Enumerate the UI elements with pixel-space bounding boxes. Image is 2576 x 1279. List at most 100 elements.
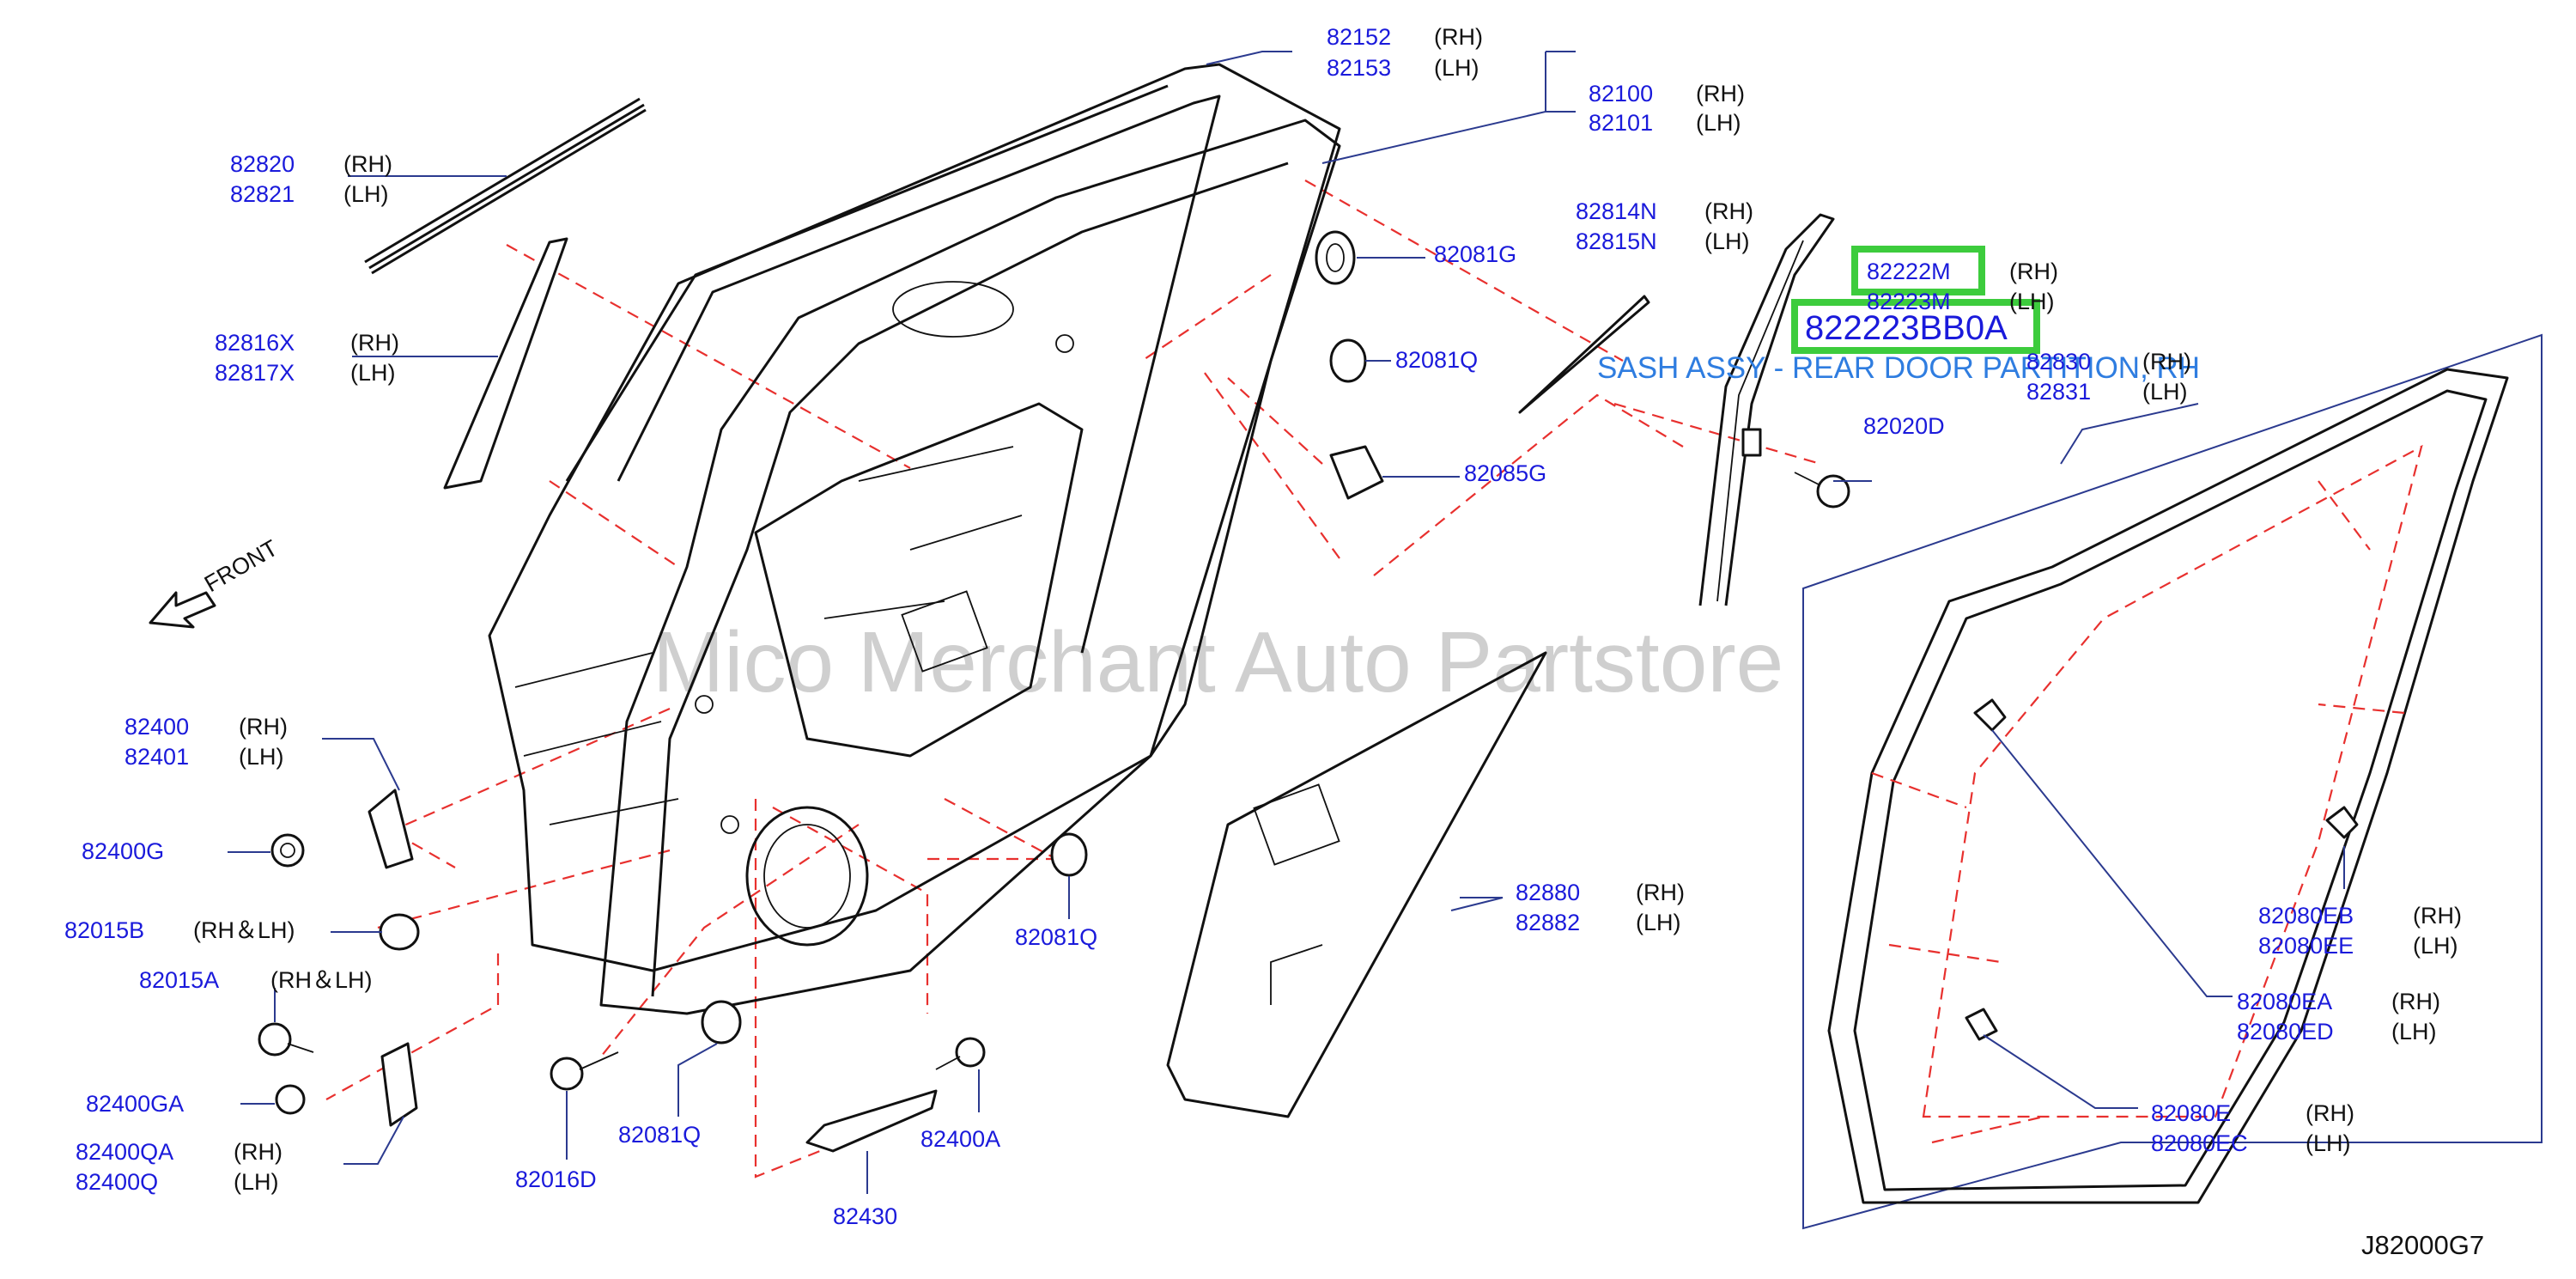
label-82100: 82100 [1589,81,1653,107]
label-82400QA: 82400QA [76,1139,173,1165]
check-link-82430-part [805,1089,938,1153]
grommet-82015B-part [379,913,420,951]
label-82081Q-low: 82081Q [618,1122,701,1148]
label-82085G: 82085G [1464,460,1546,486]
svg-text:(LH): (LH) [2306,1130,2351,1156]
svg-text:(LH): (LH) [239,744,284,770]
label-82015A: 82015A [139,967,219,993]
front-label: FRONT [200,535,283,597]
svg-text:(LH): (LH) [2391,1019,2437,1045]
label-82882: 82882 [1516,910,1580,935]
highlight-box-822223BB0A [1791,299,2040,354]
door-outer-panel [488,63,1341,972]
highlight-part-number: 822223BB0A [1805,309,2008,347]
watermark: Mico Merchant Auto Partstore [653,614,1783,710]
svg-text:(RH): (RH) [1636,880,1685,905]
highlight-callout: SASH ASSY - REAR DOOR PARTITION, RH [1597,351,2200,385]
front-arrow: FRONT [149,535,283,629]
clip-82080EA-part [1973,698,2007,732]
svg-text:(LH): (LH) [1434,55,1479,81]
diagram-code: J82000G7 [2361,1230,2484,1260]
label-82400GA: 82400GA [86,1091,184,1117]
label-82400: 82400 [125,714,189,740]
label-82081Q-mid: 82081Q [1015,924,1097,950]
bolt-82015A-part [258,1022,314,1057]
highlight-box-82222M [1851,246,1985,295]
svg-text:(LH): (LH) [2413,933,2458,959]
hinge-82400QA-part [380,1042,418,1127]
label-82152: 82152 [1327,24,1391,50]
label-82080E: 82080E [2151,1100,2231,1126]
label-82815N: 82815N [1576,228,1657,254]
label-82817X: 82817X [215,360,295,386]
svg-text:(RH): (RH) [234,1139,283,1165]
label-82400G: 82400G [82,838,164,864]
bolt-82020D-part [1794,472,1850,509]
label-82015B: 82015B [64,917,144,943]
svg-text:(RH): (RH) [2142,349,2191,375]
label-82081Q-top: 82081Q [1395,347,1478,373]
label-82816X: 82816X [215,330,295,356]
label-82814N: 82814N [1576,198,1657,224]
label-82820: 82820 [230,151,295,177]
svg-text:(LH): (LH) [2009,289,2055,314]
label-82831: 82831 [2026,379,2091,405]
label-82080EB: 82080EB [2258,903,2354,929]
label-82880: 82880 [1516,880,1580,905]
label-82400Q: 82400Q [76,1169,158,1195]
svg-text:(LH): (LH) [1704,228,1750,254]
leader-lines [228,51,2345,1194]
grommet-82081G-part [1315,230,1356,285]
label-82222M: 82222M [1867,259,1951,284]
label-82020D: 82020D [1863,413,1945,439]
svg-text:(LH): (LH) [343,181,389,207]
svg-text:(RH): (RH) [1696,81,1745,107]
svg-text:(RH): (RH) [350,330,399,356]
svg-text:(RH): (RH) [343,151,392,177]
svg-text:(RH): (RH) [2391,989,2440,1014]
part-labels: 82152 (RH) 82153 (LH) 82100 (RH) 82101 (… [64,24,2484,1260]
nut-82400GA-part [275,1084,306,1115]
weatherstrip-box [1802,333,2543,1230]
svg-text:(RH): (RH) [1434,24,1483,50]
svg-text:(RH＆LH): (RH＆LH) [193,917,295,943]
plug-82081Q-low-part [701,1000,742,1045]
plug-82081Q-part [1329,338,1367,383]
bumper-82085G-part [1329,445,1384,500]
weatherstrip-outer-part [364,97,647,275]
label-82080EE: 82080EE [2258,933,2354,959]
svg-text:(LH): (LH) [350,360,396,386]
label-82081G: 82081G [1434,241,1516,267]
label-82080EC: 82080EC [2151,1130,2248,1156]
svg-text:(LH): (LH) [2142,379,2188,405]
nut-82400G-part [270,833,305,868]
bolt-82016D-part [550,1051,619,1091]
svg-text:(RH): (RH) [2306,1100,2354,1126]
garnish-part [443,237,568,490]
label-82016D: 82016D [515,1166,597,1192]
label-82400A: 82400A [920,1126,1000,1152]
svg-text:(RH): (RH) [239,714,288,740]
svg-text:(RH): (RH) [2009,259,2058,284]
svg-text:(LH): (LH) [1636,910,1681,935]
label-82101: 82101 [1589,110,1653,136]
sealing-screen-part [1166,651,1547,1118]
clip-82080EB-part [2325,806,2359,839]
label-82821: 82821 [230,181,295,207]
label-82401: 82401 [125,744,189,770]
clip-82080E-part [1965,1008,1998,1041]
bolt-82400A-part [935,1037,986,1070]
svg-text:(LH): (LH) [1696,110,1741,136]
corner-glass-part [1518,295,1650,414]
label-82223M: 82223M [1867,289,1951,314]
hinge-82400-part [368,789,414,869]
svg-text:(RH): (RH) [1704,198,1753,224]
label-82153: 82153 [1327,55,1391,81]
label-82080EA: 82080EA [2237,989,2332,1014]
label-82430: 82430 [833,1203,897,1229]
label-82080ED: 82080ED [2237,1019,2334,1045]
door-inner-frame [599,119,1341,1015]
door-weatherstrip-part [1827,368,2509,1204]
